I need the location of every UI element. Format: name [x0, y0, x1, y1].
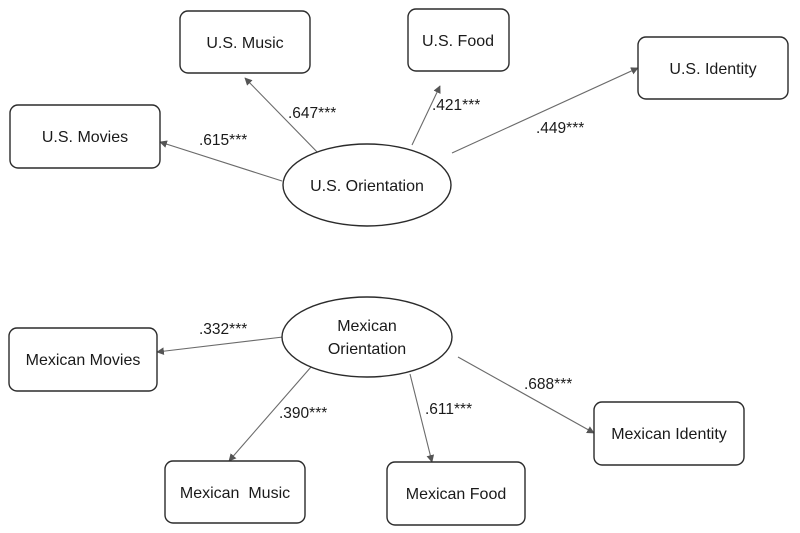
indicator-us-identity: U.S. Identity: [637, 36, 789, 100]
indicator-mexican-movies: Mexican Movies: [8, 327, 158, 392]
edge-mex-identity: [457, 356, 595, 434]
indicator-mexican-music-label: Mexican Music: [180, 485, 290, 502]
loading-us-food: .421***: [432, 97, 480, 114]
edge-mex-movies: [156, 336, 284, 356]
factor-mexican-orientation: Mexican Orientation: [281, 296, 453, 378]
indicator-us-identity-label: U.S. Identity: [669, 61, 756, 78]
loading-us-identity: .449***: [536, 120, 584, 137]
factor-mexican-orientation-line1: Mexican: [337, 318, 397, 335]
factor-us-orientation-label: U.S. Orientation: [310, 178, 424, 195]
loading-us-movies: .615***: [199, 132, 247, 149]
indicator-mexican-identity-label: Mexican Identity: [611, 426, 727, 443]
edge-us-identity: [451, 67, 639, 154]
indicator-mexican-food-label: Mexican Food: [406, 486, 507, 503]
indicator-us-movies: U.S. Movies: [9, 104, 161, 169]
indicator-mexican-movies-label: Mexican Movies: [26, 352, 141, 369]
loading-mexican-music: .390***: [279, 405, 327, 422]
loading-mexican-identity: .688***: [524, 376, 572, 393]
loading-mexican-movies: .332***: [199, 321, 247, 338]
edge-mex-music: [228, 366, 312, 462]
edge-mex-food: [409, 373, 435, 463]
indicator-mexican-food: Mexican Food: [386, 461, 526, 526]
factor-mexican-orientation-line2: Orientation: [328, 341, 406, 358]
indicator-us-food: U.S. Food: [407, 8, 510, 72]
indicator-us-music: U.S. Music: [179, 10, 311, 74]
edge-us-food: [411, 85, 441, 146]
indicator-us-movies-label: U.S. Movies: [42, 129, 128, 146]
loading-us-music: .647***: [288, 105, 336, 122]
edge-us-music: [244, 77, 323, 158]
indicator-us-food-label: U.S. Food: [422, 33, 494, 50]
loading-mexican-food: .611***: [425, 401, 472, 418]
indicator-mexican-music: Mexican Music: [164, 460, 306, 524]
factor-us-orientation: U.S. Orientation: [282, 143, 452, 227]
indicator-us-music-label: U.S. Music: [206, 35, 283, 52]
indicator-mexican-identity: Mexican Identity: [593, 401, 745, 466]
edge-us-movies: [159, 140, 283, 182]
